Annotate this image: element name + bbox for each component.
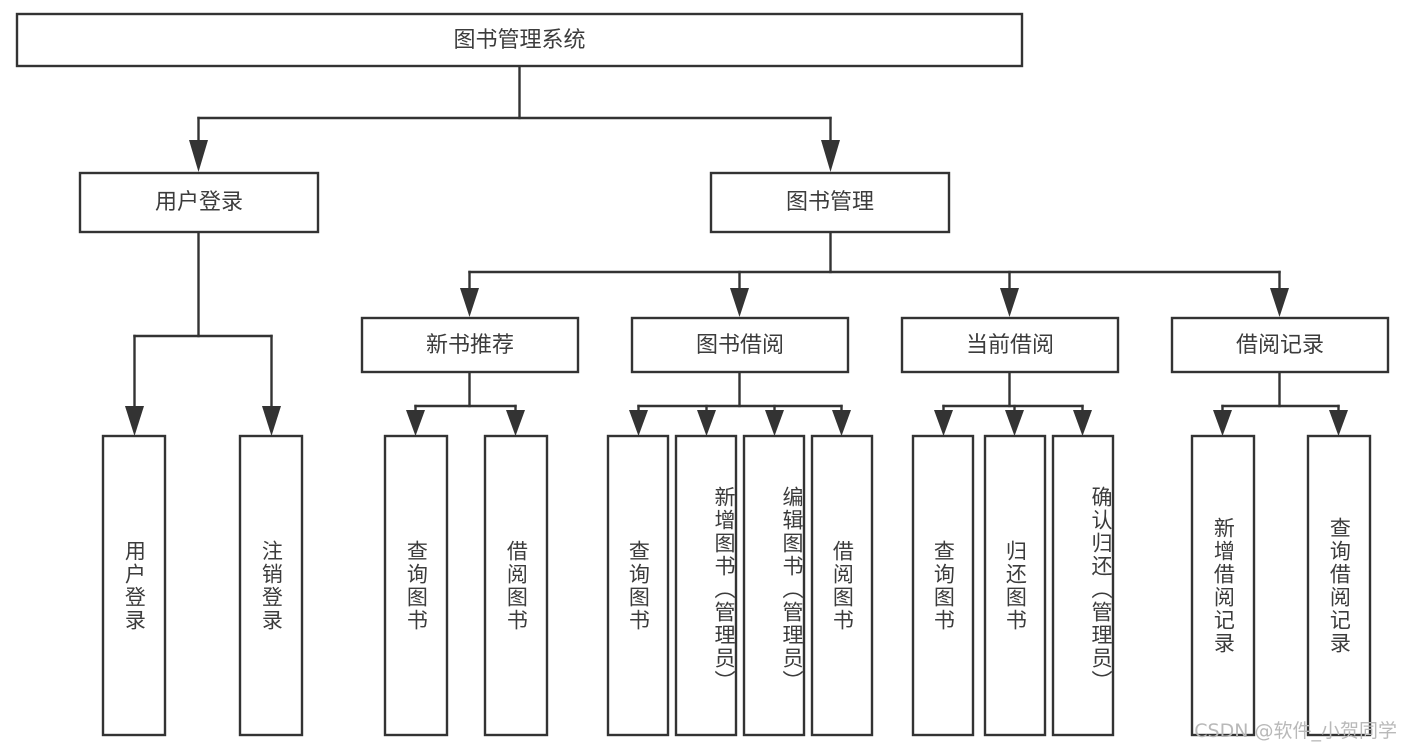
arrow-head-leaf-query-book-2 — [629, 410, 648, 436]
arrow-head-current-borrow — [1000, 288, 1019, 317]
arrow-head-leaf-user-login — [125, 406, 144, 436]
node-current-borrow[interactable]: 当前借阅 — [900, 316, 1120, 374]
arrow-head-leaf-add-record — [1213, 410, 1232, 436]
connector-group-root — [189, 64, 840, 172]
leaf-box-borrow-book-recommend[interactable] — [483, 434, 549, 737]
node-book-borrow-label: 图书借阅 — [696, 333, 784, 358]
node-root[interactable]: 图书管理系统 — [15, 12, 1024, 68]
node-new-book-recommend-box[interactable] — [360, 316, 580, 374]
connector-group-book-mgmt — [460, 230, 1289, 317]
arrow-head-leaf-query-record — [1329, 410, 1348, 436]
connector-group-borrow-record — [1213, 370, 1348, 436]
arrow-head-leaf-logout — [262, 406, 281, 436]
node-user-login-box[interactable] — [78, 171, 320, 234]
leaf-box-add-borrow-record[interactable] — [1190, 434, 1256, 737]
connector-group-current-borrow — [934, 370, 1092, 436]
connector-group-user-login — [125, 230, 281, 436]
leaf-box-query-book-recommend[interactable] — [383, 434, 449, 737]
node-new-book-recommend-label: 新书推荐 — [426, 333, 514, 358]
connector-group-new-book — [406, 370, 525, 436]
connector-group-book-borrow — [629, 370, 851, 436]
leaf-box-add-book-admin[interactable] — [674, 434, 738, 737]
arrow-head-leaf-borrow-book-2 — [832, 410, 851, 436]
leaf-boxes-group — [101, 434, 1372, 737]
node-user-login-label: 用户登录 — [155, 190, 243, 215]
node-new-book-recommend[interactable]: 新书推荐 — [360, 316, 580, 374]
node-book-borrow-box[interactable] — [630, 316, 850, 374]
arrow-head-leaf-add-book — [697, 410, 716, 436]
node-book-borrow[interactable]: 图书借阅 — [630, 316, 850, 374]
node-book-management[interactable]: 图书管理 — [709, 171, 951, 234]
node-user-login[interactable]: 用户登录 — [78, 171, 320, 234]
node-book-management-box[interactable] — [709, 171, 951, 234]
leaf-box-edit-book-admin[interactable] — [742, 434, 806, 737]
leaf-box-confirm-return-admin[interactable] — [1051, 434, 1115, 737]
leaf-box-query-book-borrow[interactable] — [606, 434, 670, 737]
leaf-box-query-book-current[interactable] — [911, 434, 975, 737]
arrow-head-leaf-query-book-1 — [406, 410, 425, 436]
arrow-head-new-book — [460, 288, 479, 317]
arrow-head-book-mgmt — [821, 140, 840, 172]
leaf-box-return-book[interactable] — [983, 434, 1047, 737]
leaf-box-borrow-book[interactable] — [810, 434, 874, 737]
node-book-management-label: 图书管理 — [786, 190, 874, 215]
arrow-head-leaf-confirm-return — [1073, 410, 1092, 436]
node-current-borrow-box[interactable] — [900, 316, 1120, 374]
arrow-head-leaf-query-book-3 — [934, 410, 953, 436]
leaf-box-logout-login[interactable] — [238, 434, 304, 737]
node-root-box[interactable] — [15, 12, 1024, 68]
node-borrow-record-label: 借阅记录 — [1236, 333, 1324, 358]
node-current-borrow-label: 当前借阅 — [966, 333, 1054, 358]
leaf-box-query-borrow-record[interactable] — [1306, 434, 1372, 737]
arrow-head-user-login — [189, 140, 208, 172]
node-root-label: 图书管理系统 — [453, 28, 585, 53]
arrow-head-leaf-return-book — [1005, 410, 1024, 436]
node-borrow-record-box[interactable] — [1170, 316, 1390, 374]
arrow-head-book-borrow — [730, 288, 749, 317]
arrow-head-leaf-edit-book — [765, 410, 784, 436]
arrow-head-borrow-record — [1270, 288, 1289, 317]
node-borrow-record[interactable]: 借阅记录 — [1170, 316, 1390, 374]
arrow-head-leaf-borrow-book-1 — [506, 410, 525, 436]
leaf-box-user-login[interactable] — [101, 434, 167, 737]
csdn-watermark: CSDN @软件_小贺同学 — [1194, 720, 1397, 742]
